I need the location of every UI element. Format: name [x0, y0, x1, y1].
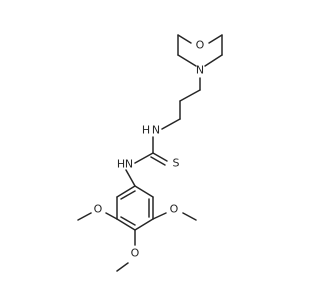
bond-c-nh2	[134, 152, 154, 164]
bond-ring-o-right	[152, 212, 167, 220]
atom-o-morpholine: O	[196, 39, 205, 52]
bond-ring-o-left	[105, 212, 118, 220]
atom-n-morpholine: N	[196, 64, 204, 77]
bond-ring-top-left	[116, 185, 136, 198]
bond-o-c1	[177, 34, 192, 44]
bond-o-bottom-methyl	[116, 262, 129, 272]
bond-n-c3	[204, 54, 223, 67]
atom-hydrogen-upper: H	[142, 124, 150, 137]
bond-nh2-ring	[125, 169, 136, 187]
bond-c-s-b	[150, 156, 166, 166]
bond-ring-bottom-left-inner	[120, 216, 136, 226]
atom-n-amine-upper: N	[152, 124, 160, 137]
bond-c-s-a	[152, 152, 168, 162]
bond-c4-o	[208, 34, 223, 44]
atom-o-methoxy-bottom: O	[131, 247, 140, 260]
atom-labels: O N H N S H N O O O	[94, 39, 205, 260]
atom-o-methoxy-left: O	[94, 203, 103, 216]
bond-propyl-1	[179, 89, 201, 102]
bond-ring-top-left-inner	[120, 190, 136, 200]
bond-o-left-methyl	[77, 212, 92, 221]
bond-ring-top-right	[134, 185, 154, 198]
bonds	[77, 34, 223, 272]
atom-s-thione: S	[173, 157, 180, 170]
bond-ring-bottom-right	[134, 218, 154, 231]
bond-o-right-methyl	[182, 212, 197, 221]
atom-o-methoxy-right: O	[170, 203, 179, 216]
atom-hydrogen-lower: H	[117, 158, 125, 171]
atom-n-amine-lower: N	[125, 158, 133, 171]
bond-c2-n	[177, 54, 197, 67]
bond-propyl-3	[161, 118, 181, 130]
bond-ring-bottom-left	[116, 218, 136, 231]
chemical-structure-diagram: O N H N S H N O O O	[77, 34, 223, 272]
